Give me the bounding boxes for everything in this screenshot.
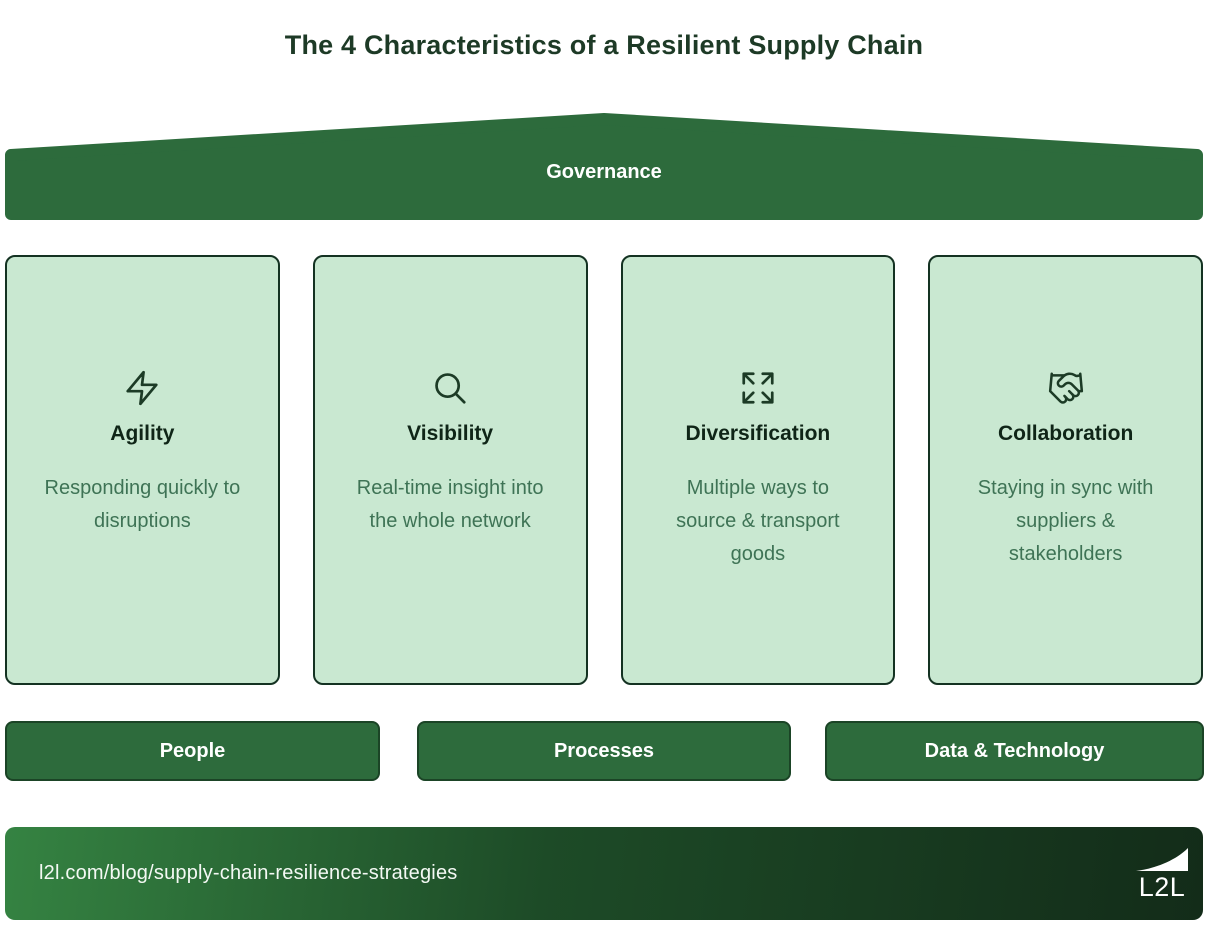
- pillar-title: Diversification: [685, 422, 831, 445]
- bar-label: Processes: [553, 739, 655, 762]
- footer-bar: l2l.com/blog/supply-chain-resilience-str…: [5, 827, 1203, 920]
- pillar-card-collaboration: Collaboration Staying in sync with suppl…: [928, 255, 1203, 685]
- foundation-bar-data-technology: Data & Technology: [825, 721, 1204, 781]
- logo-swoosh-icon: [1136, 847, 1188, 871]
- roof-shape: [5, 113, 1203, 220]
- lightning-bolt-icon: [126, 370, 158, 406]
- roof-label: Governance: [546, 161, 662, 183]
- pillar-description: Staying in sync with suppliers & stakeho…: [977, 477, 1154, 565]
- governance-roof: Governance: [0, 106, 1208, 224]
- bar-label: Data & Technology: [924, 739, 1105, 762]
- handshake-icon: [1048, 372, 1083, 404]
- page-title: The 4 Characteristics of a Resilient Sup…: [284, 30, 924, 60]
- pillar-title: Visibility: [407, 422, 494, 445]
- pillar-card-diversification: Diversification Multiple ways to source …: [620, 255, 896, 685]
- pillar-title: Agility: [110, 422, 175, 445]
- pillar-cards-row: Agility Responding quickly to disruption…: [5, 255, 1203, 685]
- expand-arrows-icon: [742, 372, 774, 404]
- foundation-bar-processes: Processes: [417, 721, 791, 781]
- magnifying-glass-icon: [435, 373, 466, 404]
- pillar-description: Multiple ways to source & transport good…: [676, 477, 840, 565]
- pillar-description: Real-time insight into the whole network: [356, 477, 544, 532]
- l2l-logo: L2L: [1136, 847, 1188, 902]
- logo-text: L2L: [1138, 871, 1186, 902]
- pillar-card-visibility: Visibility Real-time insight into the wh…: [312, 255, 588, 685]
- bar-label: People: [159, 739, 226, 762]
- pillar-description: Responding quickly to disruptions: [44, 477, 241, 532]
- footer-url: l2l.com/blog/supply-chain-resilience-str…: [39, 862, 458, 884]
- pillar-title: Collaboration: [997, 422, 1134, 445]
- foundation-bar-people: People: [5, 721, 380, 781]
- pillar-card-agility: Agility Responding quickly to disruption…: [5, 255, 280, 685]
